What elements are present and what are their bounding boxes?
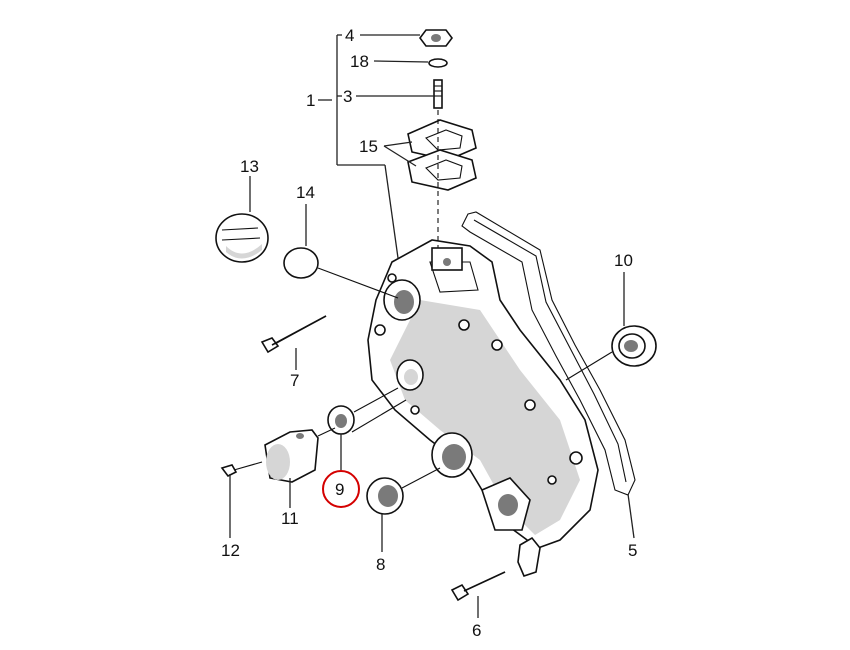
- gasket: [461, 211, 636, 496]
- gaskets-part-15: [407, 119, 477, 191]
- label-part-14: 14: [296, 183, 315, 202]
- bracket: [517, 536, 541, 577]
- label-part-4: 4: [345, 26, 354, 45]
- highlight-circle: [322, 470, 360, 508]
- label-part-12: 12: [221, 541, 240, 560]
- cover-part-11: [264, 429, 319, 483]
- stud-part-3: [433, 79, 443, 109]
- oil-seal-part-8: [366, 477, 404, 515]
- bolt-part-7: [260, 315, 327, 354]
- o-ring-part-14: [283, 247, 319, 279]
- label-part-13: 13: [240, 157, 259, 176]
- label-part-10: 10: [614, 251, 633, 270]
- cap-part-13: [215, 213, 269, 263]
- label-part-3: 3: [343, 87, 352, 106]
- nut-part-4: [419, 29, 453, 47]
- washer-part-18: [428, 58, 448, 68]
- gear-case-cover: [367, 239, 599, 549]
- label-part-11: 11: [281, 509, 299, 528]
- label-part-9: 9: [335, 480, 344, 499]
- bearing-part-10: [611, 325, 657, 367]
- screw-part-12: [220, 461, 263, 478]
- bolt-part-6: [450, 571, 506, 602]
- label-part-6: 6: [472, 621, 481, 640]
- label-part-5: 5: [628, 541, 637, 560]
- leader-lines: [229, 34, 635, 618]
- label-part-15: 15: [359, 137, 378, 156]
- label-part-1: 1: [306, 91, 315, 110]
- label-part-18: 18: [350, 52, 369, 71]
- label-part-7: 7: [290, 371, 299, 390]
- label-part-8: 8: [376, 555, 385, 574]
